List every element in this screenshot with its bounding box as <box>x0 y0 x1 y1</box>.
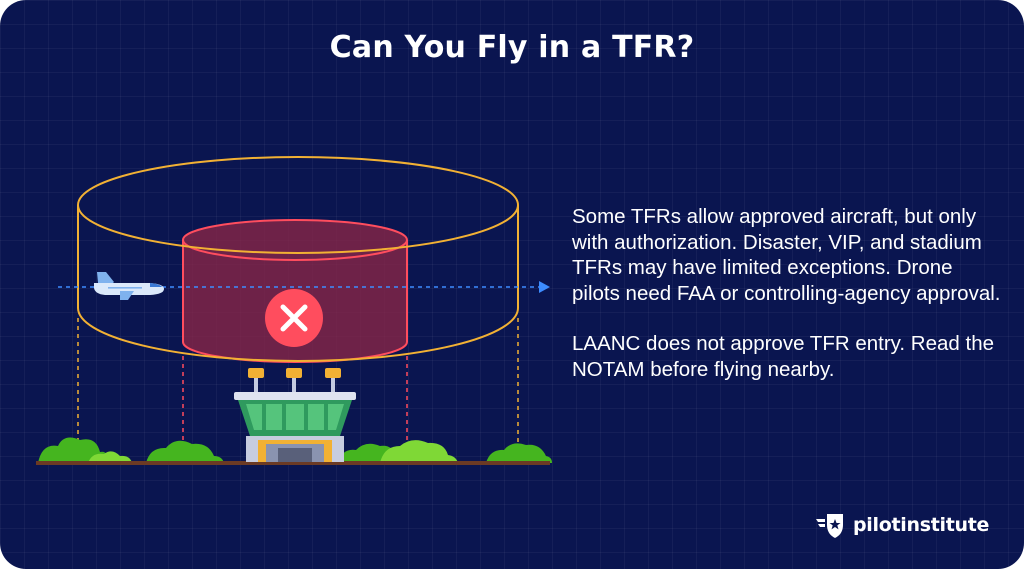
ground-line <box>36 461 550 465</box>
description-paragraph-2: LAANC does not approve TFR entry. Read t… <box>572 332 994 381</box>
description-paragraph-1: Some TFRs allow approved aircraft, but o… <box>572 205 1001 305</box>
bushes <box>38 437 552 463</box>
shield-star-wings-icon <box>816 514 843 538</box>
flight-path-arrowhead <box>539 281 550 293</box>
control-tower-icon <box>234 368 356 462</box>
x-circle-icon <box>265 289 323 347</box>
tfr-description: Some TFRs allow approved aircraft, but o… <box>572 204 1002 382</box>
inner-zone-bottom-rim <box>182 341 408 363</box>
inner-zone-top-back <box>182 219 408 241</box>
outer-zone-bottom-rim <box>77 307 519 362</box>
brand-name: pilotinstitute <box>853 514 990 536</box>
outer-zone-top-front-rim <box>77 204 519 254</box>
outer-zone-back-rim <box>77 156 519 206</box>
page-title: Can You Fly in a TFR? <box>329 30 695 65</box>
brand-logo: pilotinstitute <box>815 509 989 541</box>
airplane-icon <box>94 272 164 300</box>
